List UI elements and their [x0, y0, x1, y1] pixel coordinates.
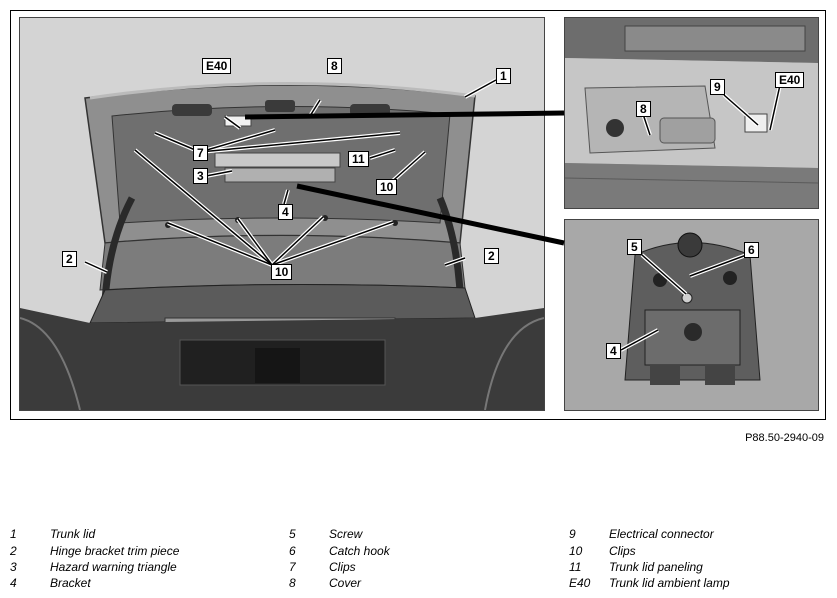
- callout-5: 5: [627, 239, 642, 255]
- legend-text: Catch hook: [329, 544, 390, 558]
- callout-8: 8: [327, 58, 342, 74]
- callout-4-inset: 4: [606, 343, 621, 359]
- legend-text: Cover: [329, 576, 362, 590]
- callout-e40: E40: [202, 58, 232, 74]
- legend-number: 2: [10, 544, 17, 558]
- callout-11: 11: [348, 151, 369, 167]
- callout-2-left: 2: [62, 251, 77, 267]
- callout-6: 6: [744, 242, 759, 258]
- legend-number: 3: [10, 560, 17, 574]
- callout-8-inset: 8: [636, 101, 651, 117]
- legend-number: 10: [569, 544, 583, 558]
- legend-text: Trunk lid ambient lamp: [609, 576, 730, 590]
- legend-number: 11: [569, 560, 582, 574]
- legend-text: Clips: [329, 560, 356, 574]
- bracket-inset-photo: [564, 219, 819, 411]
- callout-9: 9: [710, 79, 725, 95]
- legend-text: Screw: [329, 527, 363, 541]
- legend-number: 4: [10, 576, 17, 590]
- legend-text: Clips: [609, 544, 636, 558]
- legend-number: 8: [289, 576, 296, 590]
- ambient-lamp-inset-photo: [564, 17, 819, 209]
- callout-2-right: 2: [484, 248, 499, 264]
- legend-number: 5: [289, 527, 296, 541]
- legend-text: Electrical connector: [609, 527, 714, 541]
- legend-number: E40: [569, 576, 591, 590]
- legend-text: Trunk lid: [50, 527, 96, 541]
- callout-4: 4: [278, 204, 293, 220]
- callout-7: 7: [193, 145, 208, 161]
- legend-number: 1: [10, 527, 17, 541]
- legend-number: 9: [569, 527, 576, 541]
- legend-text: Bracket: [50, 576, 91, 590]
- legend-text: Trunk lid paneling: [609, 560, 703, 574]
- legend-text: Hinge bracket trim piece: [50, 544, 180, 558]
- figure-id: P88.50-2940-09: [745, 432, 824, 444]
- legend-text: Hazard warning triangle: [50, 560, 177, 574]
- legend-number: 6: [289, 544, 296, 558]
- callout-e40-inset: E40: [775, 72, 805, 88]
- callout-1: 1: [496, 68, 511, 84]
- callout-10-upper: 10: [376, 179, 398, 195]
- legend-number: 7: [289, 560, 296, 574]
- callout-10-lower: 10: [271, 264, 293, 280]
- callout-3: 3: [193, 168, 208, 184]
